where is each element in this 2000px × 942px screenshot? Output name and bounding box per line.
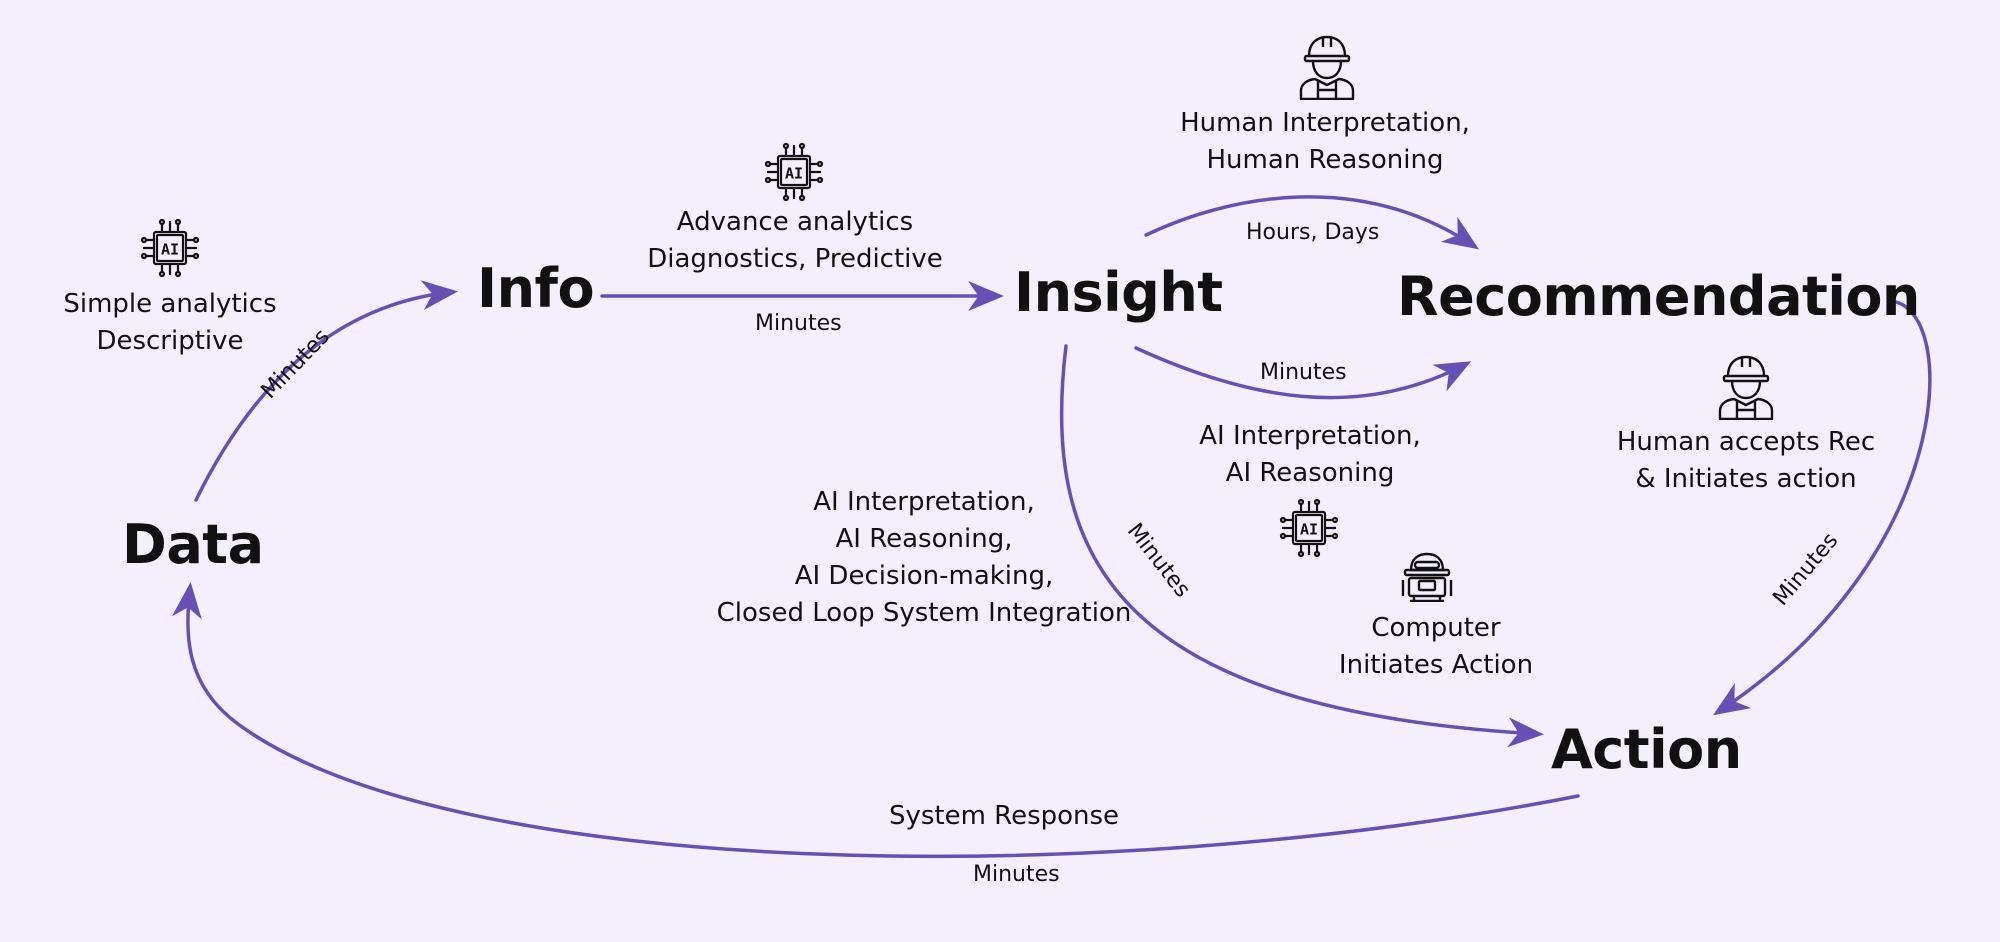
timing-insight-to-rec-human: Hours, Days [1246, 220, 1380, 245]
arrow-insight-to-action [1059, 344, 1544, 748]
caption-ai-interpretation-short: AI Interpretation, AI Reasoning [1199, 421, 1421, 488]
caption-human-accepts: Human accepts Rec & Initiates action [1616, 427, 1876, 494]
robot-icon [1401, 552, 1453, 602]
node-insight: Insight [1014, 261, 1223, 324]
timing-action-to-data: Minutes [973, 862, 1060, 887]
ai-chip-icon: AI [764, 142, 824, 202]
arrow-insight-to-rec-human [1144, 195, 1479, 250]
caption-human-interpretation: Human Interpretation, Human Reasoning [1180, 108, 1470, 175]
caption-computer-initiates: Computer Initiates Action [1338, 613, 1534, 680]
worker-hardhat-icon [1718, 355, 1774, 420]
node-action: Action [1551, 718, 1742, 781]
svg-text:AI: AI [161, 241, 179, 259]
node-recommendation: Recommendation [1397, 265, 1920, 328]
svg-text:AI: AI [1300, 521, 1318, 539]
caption-advance-analytics: Advance analytics Diagnostics, Predictiv… [647, 207, 943, 274]
caption-ai-closed-loop: AI Interpretation, AI Reasoning, AI Deci… [716, 487, 1132, 628]
svg-text:AI: AI [785, 165, 803, 183]
arrow-insight-to-rec-ai [1134, 346, 1472, 400]
arrow-action-to-data [171, 582, 1580, 859]
timing-insight-to-rec-ai: Minutes [1260, 360, 1347, 385]
ai-chip-icon: AI [140, 218, 200, 278]
node-data: Data [122, 513, 264, 576]
caption-system-response: System Response [888, 801, 1120, 831]
worker-hardhat-icon [1299, 35, 1355, 100]
timing-info-to-insight: Minutes [755, 311, 842, 336]
caption-simple-analytics: Simple analytics Descriptive [63, 289, 277, 356]
node-info: Info [477, 257, 595, 320]
arrow-rec-to-action [1712, 300, 1932, 716]
arrow-data-to-info [194, 280, 458, 502]
ai-chip-icon: AI [1279, 498, 1339, 558]
